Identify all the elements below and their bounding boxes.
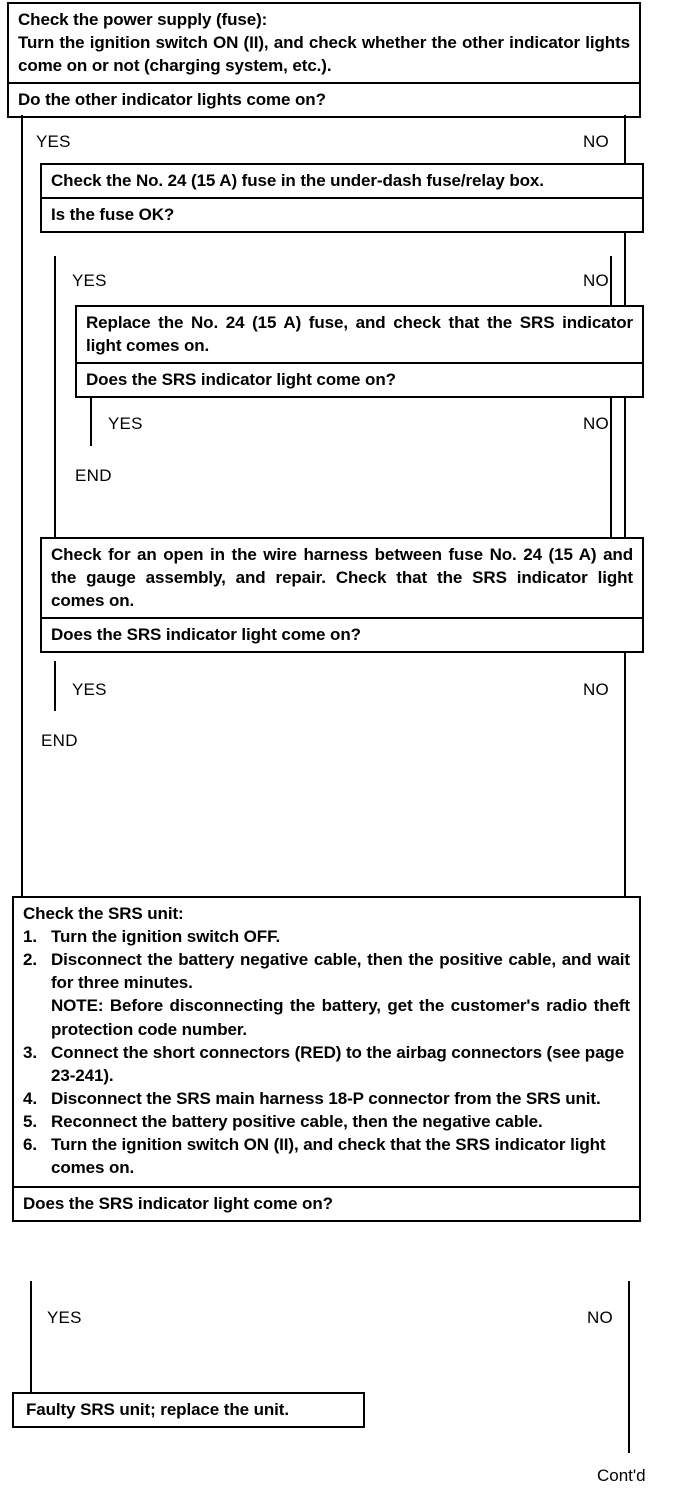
- node-1-action-title: Check the power supply (fuse):: [18, 10, 268, 29]
- node-4-yes-end: END: [41, 731, 78, 750]
- list-item: 1. Turn the ignition switch OFF.: [23, 925, 630, 948]
- step-number: 6.: [23, 1135, 37, 1155]
- list-item: 4. Disconnect the SRS main harness 18-P …: [23, 1087, 630, 1110]
- node-3-yes-end: END: [75, 466, 112, 485]
- node-2-yes-spine: [54, 256, 56, 537]
- node-4-yes-label: YES: [72, 680, 107, 699]
- node-1-yes-label: YES: [36, 132, 71, 151]
- node-1-question: Do the other indicator lights come on?: [9, 82, 639, 116]
- node-3-yes-label: YES: [108, 414, 143, 433]
- node-5-title: Check the SRS unit:: [23, 904, 184, 923]
- step-text: Disconnect the SRS main harness 18-P con…: [51, 1088, 601, 1108]
- node-3-yes-spine: [90, 396, 92, 446]
- node-4-box: Check for an open in the wire harness be…: [40, 537, 644, 654]
- node-5-no-spine: [628, 1281, 630, 1453]
- step-note: NOTE: Before disconnecting the battery, …: [51, 996, 630, 1039]
- step-number: 1.: [23, 927, 37, 947]
- node-6-result: Faulty SRS unit; replace the unit.: [26, 1400, 289, 1419]
- step-text: Turn the ignition switch ON (II), and ch…: [51, 1135, 606, 1178]
- node-1-action-body: Turn the ignition switch ON (II), and ch…: [18, 33, 630, 76]
- list-item: 6. Turn the ignition switch ON (II), and…: [23, 1133, 630, 1179]
- step-text: Turn the ignition switch OFF.: [51, 927, 281, 947]
- node-3-action: Replace the No. 24 (15 A) fuse, and chec…: [86, 313, 633, 356]
- step-number: 2.: [23, 950, 37, 970]
- node-4-action: Check for an open in the wire harness be…: [51, 545, 633, 611]
- node-5-action: Check the SRS unit: 1. Turn the ignition…: [14, 898, 639, 1186]
- node-2-yes-label: YES: [72, 271, 107, 290]
- step-number: 5.: [23, 1111, 37, 1131]
- node-5-box: Check the SRS unit: 1. Turn the ignition…: [12, 896, 641, 1223]
- node-2-box: Check the No. 24 (15 A) fuse in the unde…: [40, 163, 644, 234]
- node-5-yes-label: YES: [47, 1308, 82, 1327]
- list-item: 5. Reconnect the battery positive cable,…: [23, 1110, 630, 1133]
- node-4-no-label: NO: [583, 680, 609, 699]
- node-1-no-label: NO: [583, 132, 609, 151]
- step-number: 4.: [23, 1088, 37, 1108]
- node-3-box: Replace the No. 24 (15 A) fuse, and chec…: [75, 305, 644, 399]
- step-text: Reconnect the battery positive cable, th…: [51, 1111, 543, 1131]
- node-4-no-spine: [624, 661, 626, 896]
- node-4-question: Does the SRS indicator light come on?: [42, 617, 642, 651]
- node-1-box: Check the power supply (fuse): Turn the …: [7, 2, 641, 119]
- step-text: Disconnect the battery negative cable, t…: [51, 950, 630, 993]
- node-2-action: Check the No. 24 (15 A) fuse in the unde…: [51, 171, 544, 190]
- node-1-action: Check the power supply (fuse): Turn the …: [9, 4, 639, 82]
- continuation-label: Cont'd: [597, 1466, 646, 1485]
- node-3-question: Does the SRS indicator light come on?: [77, 362, 642, 396]
- node-5-question: Does the SRS indicator light come on?: [14, 1186, 639, 1220]
- node-5-no-label: NO: [587, 1308, 613, 1327]
- node-4-yes-spine: [54, 661, 56, 711]
- step-text: Connect the short connectors (RED) to th…: [51, 1042, 625, 1085]
- node-5-yes-spine: [30, 1281, 32, 1395]
- list-item: 3. Connect the short connectors (RED) to…: [23, 1041, 630, 1087]
- node-5-steps: 1. Turn the ignition switch OFF. 2. Disc…: [23, 925, 630, 1179]
- node-3-no-spine: [624, 396, 626, 537]
- node-2-question: Is the fuse OK?: [42, 197, 642, 231]
- node-6-result-box: Faulty SRS unit; replace the unit.: [12, 1392, 365, 1429]
- list-item: 2. Disconnect the battery negative cable…: [23, 948, 630, 1040]
- node-1-yes-spine: [21, 115, 23, 896]
- node-2-no-label: NO: [583, 271, 609, 290]
- node-3-no-label: NO: [583, 414, 609, 433]
- step-number: 3.: [23, 1042, 37, 1062]
